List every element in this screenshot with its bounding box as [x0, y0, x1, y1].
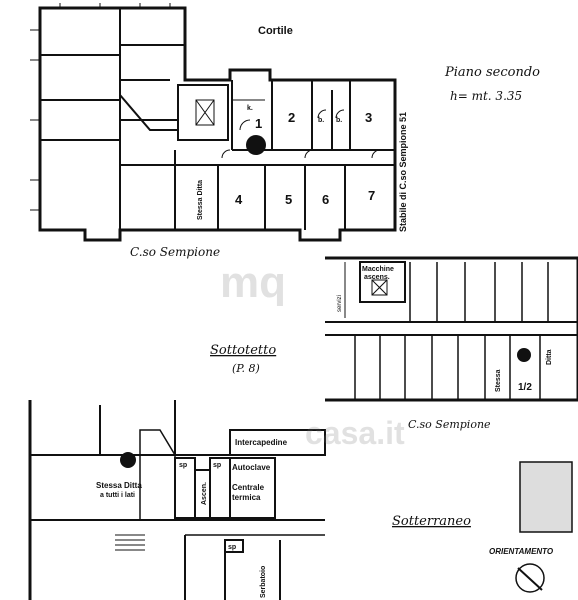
sp1-label: sp [179, 462, 187, 469]
orientamento-label: ORIENTAMENTO [489, 547, 554, 556]
stabile-label: Stabile di C.so Sempione 51 [398, 112, 408, 232]
centrale-a: Centrale [232, 483, 265, 492]
ascen-label: Ascen. [201, 482, 208, 505]
autoclave-label: Autoclave [232, 463, 271, 472]
stessa-mid-b: Ditta [546, 349, 553, 365]
sotterraneo-title: Sotterraneo [392, 514, 471, 529]
stessa-mid-a: Stessa [495, 369, 502, 392]
room-4: 4 [235, 192, 243, 207]
stessa-bot-b: a tutti i lati [100, 492, 135, 499]
street-mid: C.so Sempione [408, 418, 491, 431]
street-top: C.so Sempione [130, 245, 220, 259]
cortile-label: Cortile [258, 25, 293, 37]
plan-sotterraneo [28, 400, 326, 600]
sottotetto-sub: (P. 8) [232, 362, 260, 375]
room-3: 3 [365, 110, 372, 125]
room-b2: b. [336, 117, 342, 124]
room-k: k. [247, 105, 253, 112]
room-5: 5 [285, 192, 292, 207]
centrale-b: termica [232, 493, 261, 502]
room-1: 1 [255, 116, 262, 131]
compass-rose [515, 563, 545, 593]
room-7: 7 [368, 188, 375, 203]
macchine-label: Macchine [362, 266, 394, 273]
quota-mid: 1/2 [518, 382, 532, 393]
sp2-label: sp [213, 462, 221, 469]
stamp-seal [519, 461, 573, 533]
room-2: 2 [288, 110, 295, 125]
stessa-ditta-top: Stessa Ditta [197, 180, 204, 220]
room-6: 6 [322, 192, 329, 207]
sottotetto-title: Sottotetto [210, 343, 276, 358]
plan-sottotetto [325, 256, 578, 402]
servizi-label: servizi [337, 295, 343, 312]
piano-title: Piano secondo [444, 65, 540, 80]
sp3-label: sp [228, 544, 236, 551]
ascens-label: ascens. [364, 274, 390, 281]
room-b1: b. [318, 117, 324, 124]
stessa-bot-a: Stessa Ditta [96, 481, 142, 490]
serbatoio-label: Serbatoio [260, 566, 267, 598]
piano-height: h= mt. 3.35 [450, 89, 522, 103]
intercapedine-label: Intercapedine [235, 438, 288, 447]
plan-piano-secondo [30, 3, 397, 242]
